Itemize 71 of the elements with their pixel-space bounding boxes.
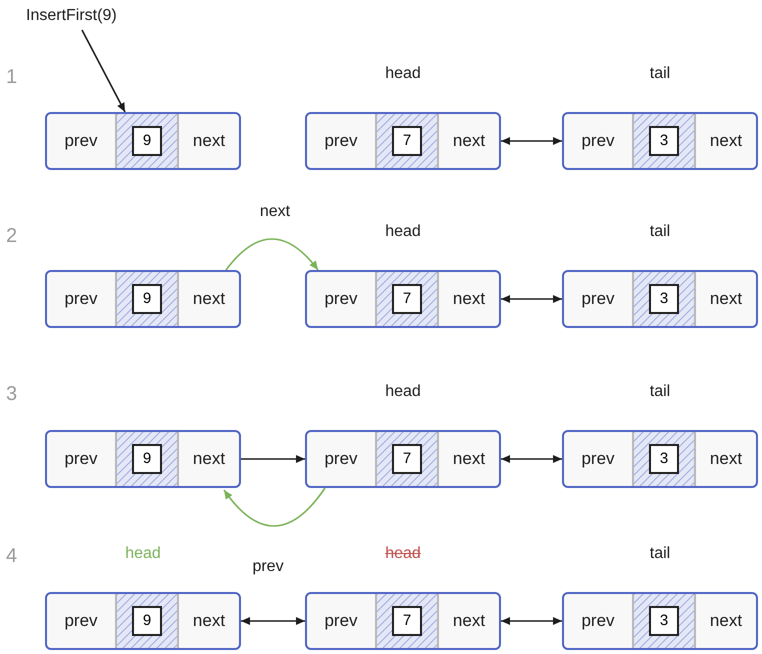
prev-field-text: prev <box>581 130 615 152</box>
list-node <box>305 430 501 488</box>
prev-field-text: prev <box>324 288 358 310</box>
prev-field-text: prev <box>581 448 615 470</box>
step-number: 4 <box>6 544 18 569</box>
list-node <box>562 592 758 650</box>
pointer-label: tail <box>650 64 670 84</box>
value-box: 7 <box>392 606 422 636</box>
prev-field-text: prev <box>324 130 358 152</box>
arrow <box>501 137 562 145</box>
step-number: 2 <box>6 224 18 249</box>
operation-label: InsertFirst(9) <box>26 4 117 28</box>
value-box: 3 <box>649 126 679 156</box>
pointer-label: head <box>385 222 421 242</box>
list-node <box>562 270 758 328</box>
value-box: 3 <box>649 444 679 474</box>
next-field-text: next <box>710 130 742 152</box>
next-field-text: next <box>192 610 226 632</box>
arrow <box>501 617 562 625</box>
arrow <box>223 488 326 527</box>
pointer-label: tail <box>650 544 670 564</box>
pointer-label: head <box>385 544 421 564</box>
list-node <box>305 112 501 170</box>
prev-field-text: prev <box>324 448 358 470</box>
prev-field-text: prev <box>64 130 98 152</box>
prev-field-text: prev <box>324 610 358 632</box>
step-number: 3 <box>6 382 18 407</box>
prev-field-text: prev <box>64 610 98 632</box>
pointer-label: tail <box>650 382 670 402</box>
next-field-text: next <box>192 448 226 470</box>
value-box: 9 <box>132 284 162 314</box>
list-node <box>45 112 241 170</box>
prev-field-text: prev <box>581 610 615 632</box>
step-number: 1 <box>6 65 18 90</box>
value-box: 9 <box>132 126 162 156</box>
prev-field-text: prev <box>581 288 615 310</box>
next-field-text: next <box>452 610 486 632</box>
pointer-label: head <box>125 544 161 564</box>
pointer-label: tail <box>650 222 670 242</box>
list-node <box>45 270 241 328</box>
value-box: 3 <box>649 284 679 314</box>
list-node <box>562 112 758 170</box>
arrow <box>501 295 562 303</box>
next-field-text: next <box>192 130 226 152</box>
next-field-text: next <box>192 288 226 310</box>
prev-field-text: prev <box>64 448 98 470</box>
list-node <box>305 270 501 328</box>
next-field-text: next <box>452 130 486 152</box>
arrow <box>241 455 305 463</box>
next-field-text: next <box>710 288 742 310</box>
value-box: 3 <box>649 606 679 636</box>
next-field-text: next <box>710 610 742 632</box>
value-box: 9 <box>132 606 162 636</box>
value-box: 7 <box>392 284 422 314</box>
next-field-text: next <box>710 448 742 470</box>
next-field-text: next <box>452 448 486 470</box>
arrow <box>501 455 562 463</box>
value-box: 7 <box>392 444 422 474</box>
list-node <box>45 592 241 650</box>
value-box: 9 <box>132 444 162 474</box>
next-field-text: next <box>452 288 486 310</box>
arrow <box>225 238 319 270</box>
list-node <box>305 592 501 650</box>
arrow <box>241 617 305 625</box>
arrow <box>81 30 126 112</box>
list-node <box>562 430 758 488</box>
prev-field-text: prev <box>64 288 98 310</box>
list-node <box>45 430 241 488</box>
value-box: 7 <box>392 126 422 156</box>
pointer-label: head <box>385 64 421 84</box>
pointer-label: head <box>385 382 421 402</box>
